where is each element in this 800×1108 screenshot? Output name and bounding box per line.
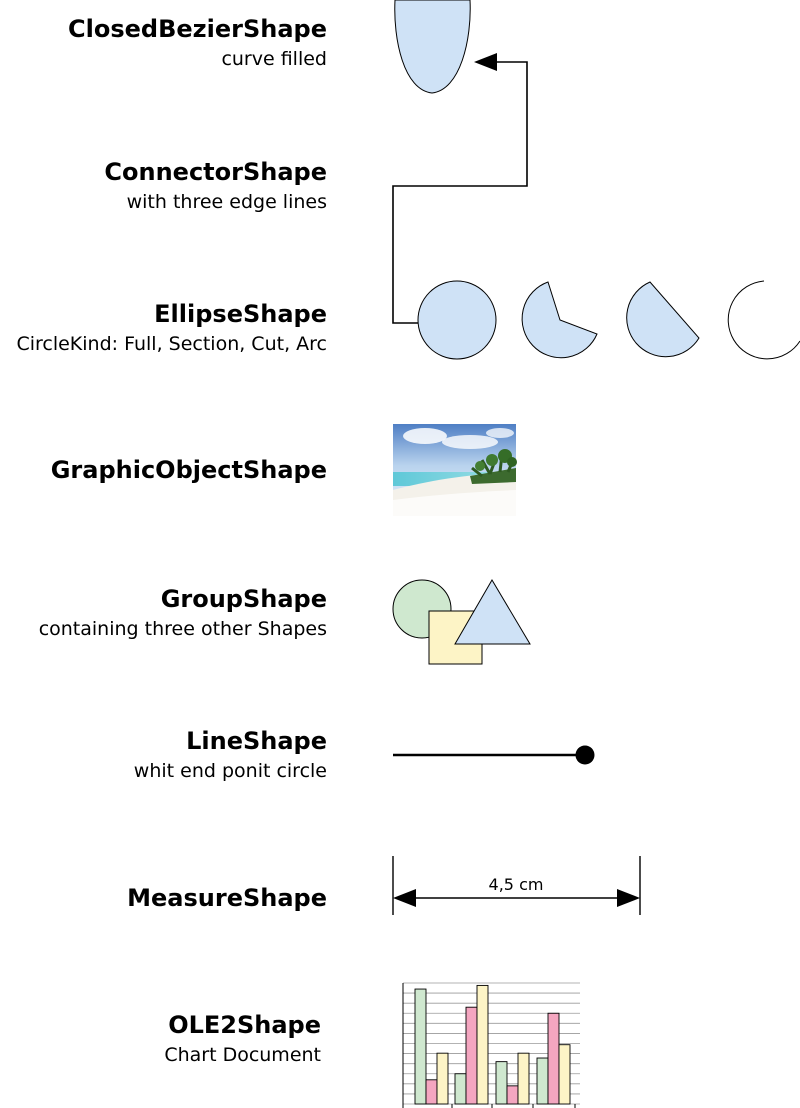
- group-triangle: [454, 579, 531, 645]
- measure-value: 4,5 cm: [489, 875, 544, 894]
- ellipse-section: [521, 281, 598, 359]
- ellipse-cut: [626, 281, 700, 358]
- chart-bar: [465, 1006, 478, 1105]
- ole2-chart: [402, 982, 580, 1108]
- chart-bar: [436, 1052, 449, 1105]
- shape-desc: CircleKind: Full, Section, Cut, Arc: [16, 333, 327, 355]
- ellipse-arc: [727, 280, 800, 360]
- line-end-circle: [575, 745, 595, 765]
- label-lineshape: LineShape whit end ponit circle: [134, 726, 327, 786]
- shape-name: OLE2Shape: [168, 1011, 321, 1039]
- chart-bar: [547, 1012, 560, 1105]
- shape-desc: Chart Document: [164, 1044, 321, 1066]
- ellipse-shapes: [417, 280, 800, 360]
- label-closedbeziershape: ClosedBezierShape curve filled: [68, 14, 327, 74]
- closed-bezier-shape: [394, 0, 471, 94]
- shape-name: MeasureShape: [127, 884, 327, 912]
- line-shape: [393, 745, 595, 765]
- shape-name: GroupShape: [160, 585, 327, 613]
- chart-bar: [517, 1052, 530, 1105]
- shape-name: ClosedBezierShape: [68, 15, 327, 43]
- chart-bar: [454, 1073, 467, 1105]
- chart-bar: [476, 984, 489, 1105]
- ellipse-full: [417, 280, 497, 360]
- shape-desc: whit end ponit circle: [133, 760, 327, 782]
- group-shape: [392, 579, 531, 665]
- label-ole2shape: OLE2Shape Chart Document: [164, 1010, 321, 1070]
- arrow-head: [474, 53, 497, 71]
- shape-name: EllipseShape: [154, 300, 327, 328]
- connector-shape: [392, 53, 528, 324]
- label-graphicobjectshape: GraphicObjectShape: [51, 455, 327, 485]
- label-connectorshape: ConnectorShape with three edge lines: [104, 157, 327, 217]
- chart-bar: [506, 1085, 519, 1105]
- label-ellipseshape: EllipseShape CircleKind: Full, Section, …: [16, 299, 327, 359]
- shape-name: ConnectorShape: [104, 158, 327, 186]
- measure-arrow-left: [393, 889, 416, 907]
- beach-image: [393, 424, 517, 516]
- shape-desc: containing three other Shapes: [38, 618, 327, 640]
- chart-bar: [495, 1061, 508, 1105]
- chart-bar: [425, 1079, 438, 1105]
- measure-arrow-right: [617, 889, 640, 907]
- chart-bar: [536, 1057, 549, 1105]
- shape-desc: curve filled: [221, 48, 327, 70]
- measure-shape: 4,5 cm: [392, 856, 641, 915]
- chart-bar: [414, 988, 427, 1105]
- chart-bar: [558, 1044, 571, 1105]
- shape-name: LineShape: [186, 727, 327, 755]
- shape-desc: with three edge lines: [126, 191, 327, 213]
- shape-name: GraphicObjectShape: [50, 456, 327, 484]
- label-measureshape: MeasureShape: [127, 883, 327, 913]
- label-groupshape: GroupShape containing three other Shapes: [39, 584, 327, 644]
